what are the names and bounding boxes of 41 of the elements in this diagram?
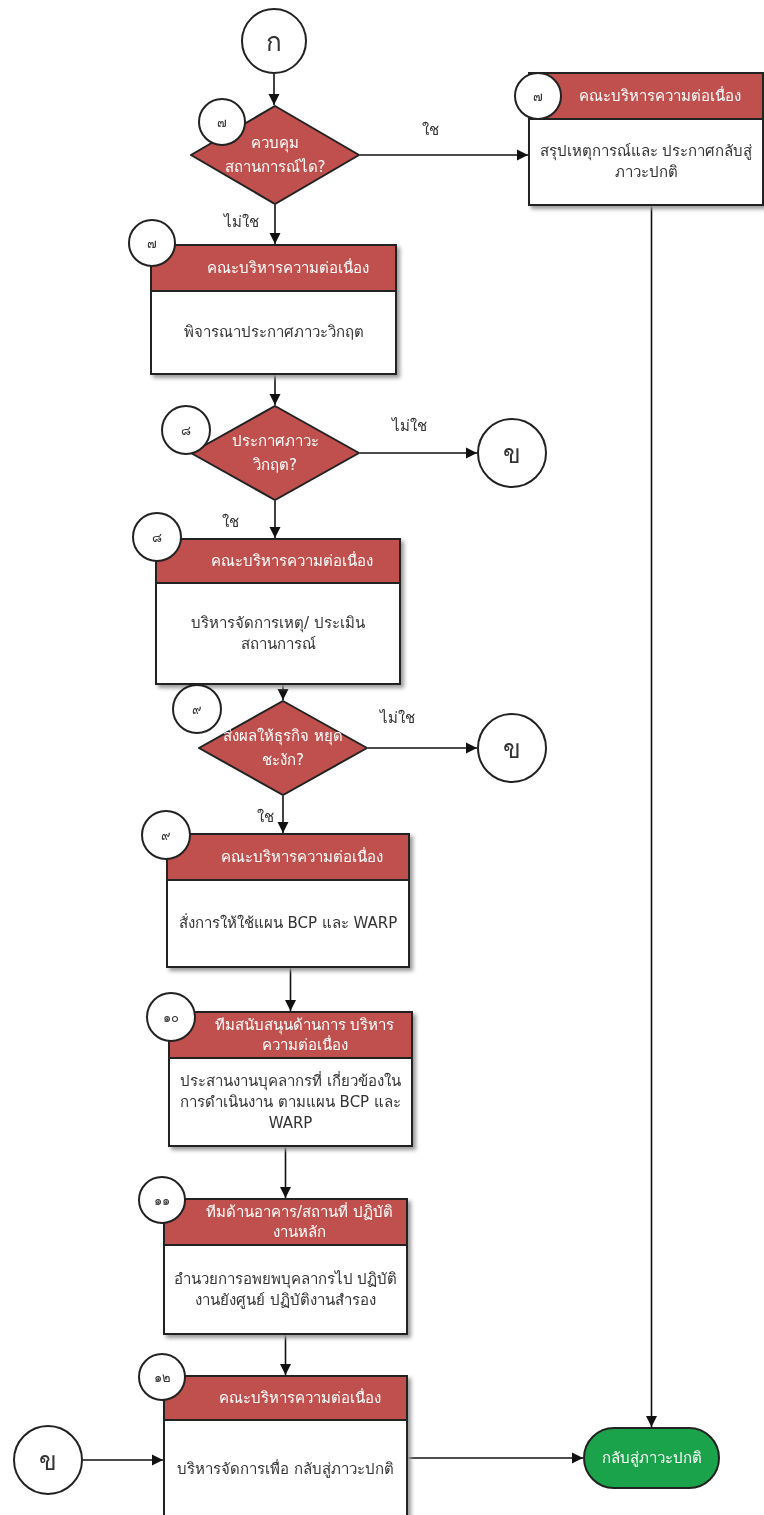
arrow	[269, 500, 281, 539]
step-number: ๘	[132, 512, 182, 562]
connector-circle: ข	[477, 713, 547, 783]
arrow	[367, 742, 478, 754]
connector-circle: ก	[241, 8, 307, 74]
box-text: สรุปเหตุการณ์และ ประกาศกลับสู่ภาวะปกติ	[538, 141, 754, 183]
box-text: ประสานงานบุคลากรที่ เกี่ยวข้องในการดำเนินงาน ตามแผน BCP และ WARP	[179, 1070, 402, 1134]
arrow	[268, 73, 280, 106]
decision-text: ส่งผลให้ธุรกิจ หยุดชะงัก?	[223, 726, 343, 771]
arrow	[359, 447, 478, 459]
step-number: ๙	[141, 810, 191, 860]
box-text: บริหารจัดการเพื่อ กลับสู่ภาวะปกติ	[176, 1458, 395, 1480]
step-number: ๘	[161, 405, 211, 455]
process-box	[528, 72, 764, 206]
step-number: ๑๑	[138, 1176, 186, 1224]
step-number: ๗	[514, 72, 562, 120]
box-text: พิจารณาประกาศภาวะวิกฤต	[182, 322, 365, 343]
decision-text: ประกาศภาวะ วิกฤต?	[230, 431, 320, 476]
box-text: อำนวยการอพยพบุคลากรไป ปฏิบัติงานยังศูนย์ ปฏิบัติงานสำรอง	[172, 1268, 399, 1311]
arrow	[277, 795, 289, 834]
step-number: ๗	[128, 219, 176, 267]
step-number: ๑๐	[146, 992, 196, 1042]
decision-diamond	[190, 105, 360, 205]
box-text: สั่งการให้ใช้แผน BCP และ WARP	[177, 912, 399, 934]
arrow	[269, 204, 281, 245]
arrow	[359, 149, 529, 161]
end-terminal: กลับสู่ภาวะปกติ	[583, 1427, 720, 1489]
arrow	[82, 1454, 164, 1466]
step-number: ๙	[172, 684, 222, 734]
arrow	[645, 205, 658, 1428]
box-text: บริหารจัดการเหตุ/ ประเมินสถานการณ์	[190, 612, 366, 655]
arrow	[269, 374, 281, 406]
arrow	[407, 1452, 584, 1464]
decision-diamond	[190, 405, 360, 501]
connector-circle: ข	[477, 418, 547, 488]
arrow	[279, 1146, 292, 1199]
arrow	[277, 684, 289, 701]
step-number: ๗	[198, 98, 246, 146]
arrow	[279, 1334, 292, 1376]
arrow	[284, 967, 297, 1012]
connector-circle: ข	[13, 1425, 83, 1495]
